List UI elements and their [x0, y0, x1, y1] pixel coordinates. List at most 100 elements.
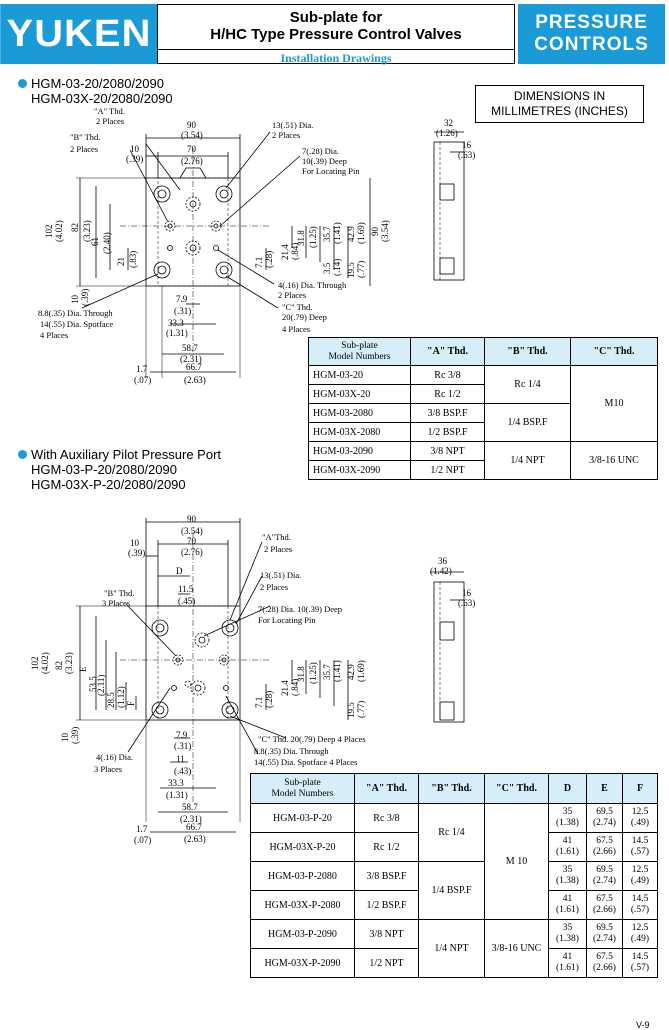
s2-dim-w115i: (.45): [178, 596, 195, 606]
section1-model-line1: HGM-03-20/2080/2090: [31, 76, 164, 91]
s1-dim-v318i: (1.25): [308, 226, 318, 248]
s1-dim-b333i: (1.31): [166, 328, 188, 338]
s2-dim-v71i: (.28): [264, 691, 274, 708]
t2-cell-d: 35(1.38): [548, 803, 587, 833]
s2-dim-s36i: (1.42): [430, 566, 452, 576]
t2-cell-d: 35(1.38): [548, 861, 587, 891]
s1-dim-v318: 31.8: [296, 230, 306, 246]
s2-label-dia14: 14(.55) Dia. Spotface 4 Places: [254, 757, 357, 767]
t2-cell-c: 3/8-16 UNC: [484, 919, 549, 978]
s1-dim-b333: 33.3: [168, 318, 184, 328]
t2-cell-a: 3/8 BSP.F: [354, 861, 419, 891]
s1-dim-v429i: (1.69): [356, 222, 366, 244]
t1-header-c: "C" Thd.: [570, 337, 658, 366]
t2-d-mm: 35: [562, 865, 573, 875]
t2-d-in: (1.38): [556, 934, 579, 944]
s1-dim-b79i: (.31): [174, 306, 191, 316]
t2-d-mm: 35: [562, 923, 573, 933]
s1-dim-s16i: (.63): [458, 150, 475, 160]
s2-label-c-thd: "C" Thd. 20(.79) Deep 4 Places: [258, 734, 366, 744]
s1-dim-w10i: (.39): [126, 154, 143, 164]
s2-dim-v318i: (1.25): [308, 662, 318, 684]
t1-cell-a: Rc 3/8: [410, 365, 485, 385]
t2-cell-e: 67.5(2.66): [586, 832, 623, 862]
s1-label-dia4: 4(.16) Dia. Through: [278, 280, 347, 290]
s1-dim-b587i: (2.31): [180, 354, 202, 364]
t2-e-in: (2.74): [593, 876, 616, 886]
s2-dim-h10i: (.39): [70, 727, 80, 744]
s1-dim-v90i: (3.54): [380, 220, 390, 242]
s1-dim-b17i: (.07): [134, 375, 151, 385]
s1-dim-v71i: (.28): [264, 251, 274, 268]
t2-cell-e: 69.5(2.74): [586, 861, 623, 891]
s2-label-a-places: 2 Places: [264, 544, 292, 554]
s2-dim-b79: 7.9: [176, 730, 188, 740]
t2-header-b: "B" Thd.: [418, 773, 485, 804]
header-title-line2: H/HC Type Pressure Control Valves: [210, 26, 462, 43]
s1-dim-v357: 35.7: [322, 226, 332, 242]
t2-cell-a: Rc 1/2: [354, 832, 419, 862]
s2-label-dia7: 7(.28) Dia. 10(.39) Deep: [258, 604, 342, 614]
s2-dim-w10: 10: [130, 538, 140, 548]
t2-cell-a: 3/8 NPT: [354, 919, 419, 949]
bullet-icon: [18, 450, 27, 459]
s1-dim-v35i: (.14): [332, 259, 342, 276]
s2-dim-e: E: [78, 666, 88, 672]
t2-cell-d: 41(1.61): [548, 832, 587, 862]
t2-f-mm: 14.5: [631, 894, 649, 904]
t1-cell-a: 3/8 NPT: [410, 441, 485, 461]
s2-dim-b333: 33.3: [168, 778, 184, 788]
s2-dim-h535: 53.5: [88, 676, 98, 692]
s2-dim-v214: 21.4: [280, 680, 290, 696]
s2-dim-b587: 58.7: [182, 802, 198, 812]
table-row: HGM-03-20 Rc 3/8 Rc 1/4 M10: [308, 365, 658, 442]
t2-cell-f: 14.5(.57): [622, 832, 658, 862]
t1-cell-model: HGM-03-2080: [308, 403, 411, 423]
s2-dim-b11: 11: [176, 754, 185, 764]
dimension-note-line2: MILLIMETRES (INCHES): [491, 104, 628, 118]
t2-d-mm: 35: [562, 807, 573, 817]
t1-cell-b: 1/4 BSP.F: [484, 403, 571, 442]
subplate-drawing-1: "A" Thd. 2 Places "B" Thd. 2 Places 13(.…: [38, 106, 475, 385]
s2-label-a-thd: "A"Thd.: [262, 532, 291, 542]
s1-dim-v214: 21.4: [280, 244, 290, 260]
s1-label-a-thd: "A" Thd.: [94, 106, 125, 116]
t2-d-in: (1.61): [556, 963, 579, 973]
t2-f-mm: 12.5: [631, 807, 649, 817]
t2-d-in: (1.61): [556, 905, 579, 915]
t2-cell-d: 35(1.38): [548, 919, 587, 949]
s1-dim-w70i: (2.76): [181, 156, 203, 166]
t1-cell-a: 1/2 NPT: [410, 460, 485, 480]
t2-cell-b: 1/4 NPT: [418, 919, 485, 978]
t1-cell-a: 1/2 BSP.F: [410, 422, 485, 442]
s2-dim-h82: 82: [54, 661, 64, 670]
t2-e-mm: 69.5: [596, 807, 613, 817]
s2-dim-v357i: (1.41): [332, 660, 342, 682]
t2-cell-a: 1/2 NPT: [354, 948, 419, 978]
s1-dim-v71: 7.1: [254, 257, 264, 268]
s1-dim-h102: 102: [44, 225, 54, 239]
s2-dim-h82i: (3.23): [64, 652, 74, 674]
t2-f-in: (.57): [630, 847, 650, 857]
t2-cell-e: 67.5(2.66): [586, 890, 623, 920]
t2-e-in: (2.66): [593, 905, 616, 915]
s1-label-dia13-places: 2 Places: [272, 130, 300, 140]
t1-cell-a: Rc 1/2: [410, 384, 485, 404]
s1-dim-s16: 16: [462, 140, 472, 150]
s2-dim-w115: 11.5: [178, 584, 194, 594]
t2-f-mm: 14.5: [631, 952, 649, 962]
t2-cell-model: HGM-03X-P-20: [250, 832, 355, 862]
s2-dim-b11i: (.43): [174, 766, 191, 776]
s1-dim-v195: 19.5: [346, 262, 356, 278]
t1-cell-model: HGM-03X-20: [308, 384, 411, 404]
section2-model-line1: HGM-03-P-20/2080/2090: [31, 462, 177, 477]
section1-model-line2: HGM-03X-20/2080/2090: [31, 91, 173, 106]
table-row: HGM-03-P-20 Rc 3/8 Rc 1/4 M 10 35(1.38) …: [250, 803, 658, 920]
t2-f-in: (.57): [630, 905, 650, 915]
t2-f-mm: 14.5: [631, 836, 649, 846]
t2-cell-model: HGM-03-P-20: [250, 803, 355, 833]
t2-cell-e: 67.5(2.66): [586, 948, 623, 978]
